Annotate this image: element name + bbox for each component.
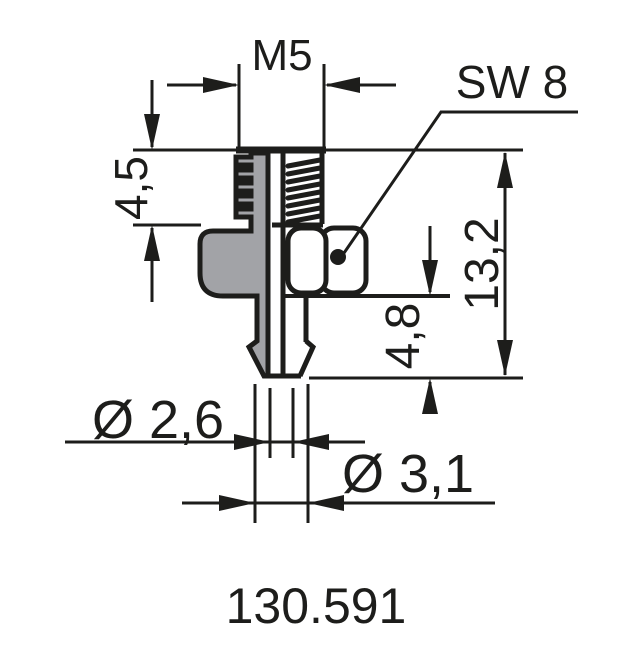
thread-helix-line — [285, 165, 323, 177]
thread-helix-line — [285, 197, 323, 209]
arrowhead — [422, 378, 438, 414]
arrowhead — [422, 260, 438, 296]
thread-external — [272, 152, 325, 228]
thread-helix-line — [285, 205, 323, 217]
thread-helix-line — [285, 189, 323, 201]
leader-sw8: SW 8 — [330, 56, 578, 265]
tail-diameter-label: Ø 3,1 — [342, 444, 474, 504]
dim-bore-diameter: Ø 2,6 — [65, 388, 365, 458]
dim-thread-length: 4,5 — [105, 80, 160, 302]
dim-tail-diameter: Ø 3,1 — [182, 384, 495, 523]
thread-helix-line — [285, 213, 323, 225]
arrowhead — [144, 114, 160, 150]
nipple-body — [197, 146, 369, 379]
barb-tail — [264, 296, 317, 379]
arrowhead — [144, 225, 160, 261]
thread-helix-line — [285, 181, 323, 193]
dim-tail-length: 4,8 — [377, 226, 438, 414]
wrench-size-label: SW 8 — [456, 56, 568, 108]
dim-m5: M5 — [167, 31, 396, 148]
arrowhead — [293, 434, 329, 450]
thread-helix-line — [285, 173, 323, 185]
arrowhead — [308, 495, 344, 511]
thread-helix-line — [285, 157, 323, 169]
leader-line — [342, 110, 578, 254]
barb-outline — [297, 339, 317, 378]
dim-overall-length: 13,2 — [456, 152, 513, 376]
arrowhead — [324, 77, 360, 93]
arrowhead — [497, 152, 513, 188]
arrowhead — [219, 495, 255, 511]
bore-diameter-label: Ø 2,6 — [92, 390, 224, 450]
thread-length-label: 4,5 — [105, 156, 157, 220]
tail-length-label: 4,8 — [377, 303, 430, 370]
section-profile — [197, 150, 271, 379]
arrowhead — [234, 434, 270, 450]
part-number: 130.591 — [226, 578, 407, 634]
construction-lines — [133, 148, 523, 380]
overall-length-label: 13,2 — [456, 217, 509, 310]
hex-facet-left — [285, 225, 329, 296]
arrowhead — [497, 340, 513, 376]
thread-size-label: M5 — [251, 31, 312, 80]
leader-dot — [330, 249, 346, 265]
arrowhead — [203, 77, 239, 93]
